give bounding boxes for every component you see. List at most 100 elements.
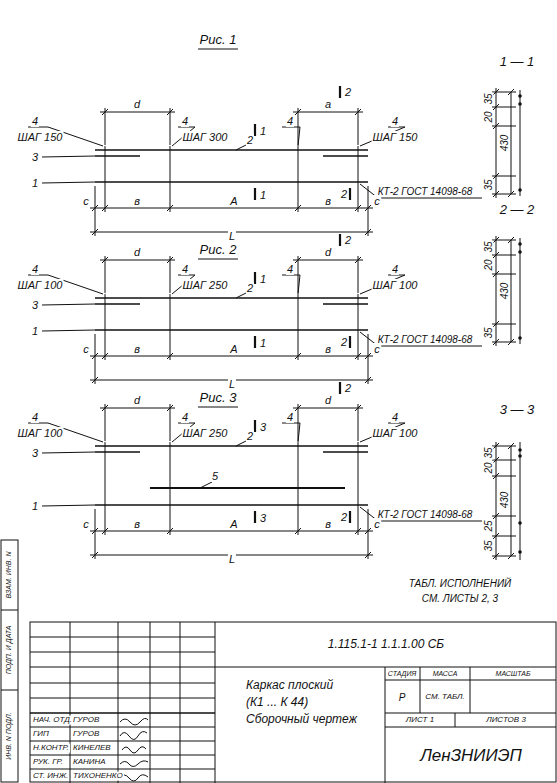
- title-block-text: СТ. ИНЖ.: [32, 772, 69, 781]
- drawing-label: A: [229, 195, 238, 207]
- drawing-label: Рис. 1: [199, 33, 238, 47]
- drawing-label: L: [228, 378, 236, 390]
- drawing-label: 2: [344, 86, 352, 98]
- drawing-label: 4: [181, 411, 189, 423]
- title-block-text: СМ. ТАБЛ.: [422, 693, 468, 702]
- drawing-label: ШАГ 250: [182, 279, 229, 291]
- title-block-text: Сборочный чертеж: [245, 713, 358, 726]
- drawing-label: КТ-2 ГОСТ 14098-68: [377, 186, 474, 197]
- drawing-label: 4: [286, 411, 294, 423]
- drawing-label: 4: [181, 115, 189, 127]
- drawing-label: 3: [259, 421, 267, 433]
- drawing-label: 25: [483, 519, 494, 532]
- drawing-label: ШАГ 150: [372, 131, 419, 143]
- drawing-label: в: [133, 518, 141, 530]
- drawing-label: КТ-2 ГОСТ 14098-68: [377, 334, 474, 345]
- title-block-text: СТАДИЯ: [387, 670, 417, 678]
- title-block-text: ГУРОВ: [72, 730, 100, 739]
- drawing-label: 4: [391, 115, 399, 127]
- drawing-label: c: [373, 343, 381, 355]
- drawing-label: 3: [31, 299, 39, 311]
- drawing-label: КТ-2 ГОСТ 14098-68: [377, 509, 474, 520]
- drawing-label: 1: [259, 273, 267, 285]
- drawing-label: 20: [483, 258, 494, 271]
- drawing-label: 3: [31, 151, 39, 163]
- drawing-label: 2: [344, 234, 352, 246]
- drawing-label: 3 — 3: [499, 403, 536, 417]
- drawing-label: 2 — 2: [499, 203, 536, 217]
- drawing-label: 2: [246, 134, 254, 146]
- drawing-label: 35: [483, 92, 494, 105]
- drawing-label: d: [133, 394, 141, 406]
- drawing-label: d: [133, 98, 141, 110]
- drawing-label: в: [133, 343, 141, 355]
- title-block-text: Н.КОНТР.: [32, 744, 70, 753]
- drawing-label: 4: [31, 115, 39, 127]
- drawing-label: 1: [259, 337, 267, 349]
- drawing-label: 430: [499, 282, 510, 301]
- title-block-text: МАСШТАБ: [495, 670, 532, 678]
- title-block-text: ПОДП. И ДАТА: [5, 625, 13, 676]
- drawing-label: A: [229, 343, 238, 355]
- drawing-label: 1 — 1: [499, 55, 536, 69]
- drawing-label: 3: [31, 447, 39, 459]
- drawing-label: ШАГ 100: [372, 427, 419, 439]
- drawing-label: c: [82, 518, 90, 530]
- title-block-text: РУК. ГР.: [32, 758, 64, 767]
- title-block-text: ИНВ. N ПОДЛ.: [5, 711, 13, 761]
- drawing-label: c: [82, 195, 90, 207]
- drawing-label: 35: [483, 539, 494, 552]
- title-block-text: ЛенЗНИИЭП: [419, 747, 523, 766]
- drawing-label: 2: [344, 382, 352, 394]
- drawing-label: 430: [499, 491, 510, 510]
- title-block-text: ГУРОВ: [72, 716, 100, 725]
- title-block-text: МАССА: [432, 670, 459, 678]
- drawing-label: в: [133, 195, 141, 207]
- title-block-text: КАНИНА: [72, 758, 107, 767]
- drawing-label: 1: [31, 500, 39, 512]
- drawing-label: 1: [31, 177, 39, 189]
- drawing-label: 2: [246, 282, 254, 294]
- drawing-label: Рис. 3: [199, 391, 238, 405]
- title-block-text: ТИХОНЕНКО: [72, 772, 124, 781]
- drawing-label: 35: [483, 240, 494, 253]
- drawing-label: 2: [340, 511, 348, 523]
- drawing-label: Рис. 2: [199, 243, 238, 257]
- title-block-text: КИНЕЛЕВ: [72, 744, 112, 753]
- drawing-label: 2: [246, 430, 254, 442]
- drawing-label: в: [324, 343, 332, 355]
- drawing-label: 430: [499, 134, 510, 153]
- drawing-label: a: [324, 98, 332, 110]
- drawing-label: 1: [31, 325, 39, 337]
- title-block-text: ЛИСТ 1: [405, 716, 435, 725]
- drawing-label: c: [82, 343, 90, 355]
- title-block-text: Р: [398, 692, 407, 703]
- drawing-label: 20: [483, 110, 494, 123]
- drawing-label: 2: [340, 336, 348, 348]
- drawing-label: 4: [181, 263, 189, 275]
- drawing-label: 5: [211, 470, 219, 482]
- drawing-label: d: [324, 246, 332, 258]
- drawing-label: c: [373, 518, 381, 530]
- drawing-label: ТАБЛ. ИСПОЛНЕНИЙ: [408, 578, 512, 589]
- drawing-label: ШАГ 100: [17, 427, 64, 439]
- title-block-text: 1.115.1-1 1.1.1.00 СБ: [327, 638, 445, 651]
- drawing-label: 4: [31, 263, 39, 275]
- drawing-label: 4: [286, 263, 294, 275]
- drawing-label: L: [228, 553, 236, 565]
- drawing-label: ШАГ 250: [182, 427, 229, 439]
- title-block-text: ВЗАМ. ИНВ. N: [5, 551, 13, 600]
- drawing-label: d: [324, 394, 332, 406]
- drawing-label: ШАГ 150: [17, 131, 64, 143]
- drawing-label: в: [324, 518, 332, 530]
- drawing-label: c: [373, 195, 381, 207]
- drawing-label: 1: [259, 125, 267, 137]
- drawing-label: ШАГ 100: [372, 279, 419, 291]
- drawing-label: СМ. ЛИСТЫ 2, 3: [421, 593, 499, 604]
- drawing-label: 1: [259, 189, 267, 201]
- drawing-label: 2: [340, 188, 348, 200]
- title-block-text: (К1 ... К 44): [245, 696, 309, 709]
- title-block-text: Каркас плоский: [245, 679, 334, 692]
- drawing-label: 4: [31, 411, 39, 423]
